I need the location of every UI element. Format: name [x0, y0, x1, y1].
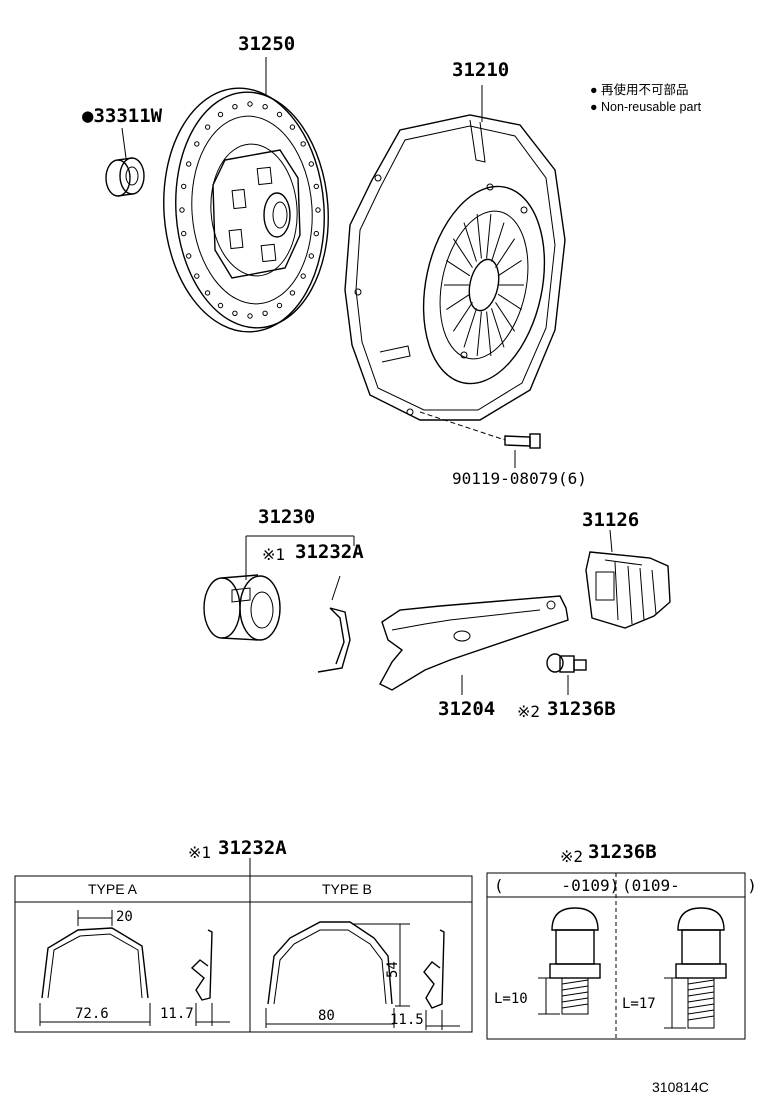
legend-jp: ● 再使用不可部品: [590, 82, 689, 97]
pivot-col2-length: L=17: [622, 996, 656, 1012]
type-b-dim-side: 11.5: [390, 1012, 424, 1028]
clip-ref-1: ※1: [262, 545, 285, 564]
pivot-detail-table: ※2 31236B ( -0109) (0109- ) L=10: [486, 841, 757, 1040]
legend-en: ● Non-reusable part: [590, 100, 702, 114]
part-90119-08079: 90119-08079(6): [452, 469, 587, 488]
pivot-long: L=17: [622, 907, 727, 1029]
part-31126: 31126: [582, 509, 639, 531]
boot: [585, 529, 671, 629]
part-31250: 31250: [238, 33, 295, 55]
release-fork: [379, 595, 569, 695]
part-31232A: 31232A: [295, 541, 364, 563]
type-a-title: TYPE A: [88, 881, 138, 897]
clip-detail-ref: ※1: [188, 843, 211, 862]
pivot-detail-part: 31236B: [588, 841, 657, 863]
clip-detail-part: 31232A: [218, 837, 287, 859]
legend: ● 再使用不可部品 ● Non-reusable part: [590, 82, 702, 114]
type-a-dim-width: 72.6: [75, 1006, 109, 1022]
type-b-clip: 54 80 11.5: [265, 921, 460, 1030]
part-33311W: ●33311W: [82, 105, 163, 127]
pilot-bearing: [105, 127, 145, 197]
part-31236B: 31236B: [547, 698, 616, 720]
type-b-title: TYPE B: [322, 881, 372, 897]
fork-pivot: [546, 653, 587, 695]
pivot-col1-length: L=10: [494, 991, 528, 1007]
release-bearing-group: [203, 535, 355, 641]
clutch-cover: [344, 85, 566, 421]
part-31204: 31204: [438, 698, 495, 720]
release-clip: [317, 575, 351, 673]
pivot-col2-range: (0109- ): [622, 876, 757, 895]
pivot-short: L=10: [494, 907, 601, 1015]
type-a-clip: 20 72.6 11.7: [39, 909, 230, 1026]
clutch-disc: [163, 57, 329, 333]
pivot-ref-2: ※2: [517, 702, 540, 721]
drawing-number: 310814C: [652, 1079, 709, 1095]
type-a-dim-side: 11.7: [160, 1006, 194, 1022]
type-a-dim-top: 20: [116, 909, 133, 925]
pivot-detail-ref: ※2: [560, 847, 583, 866]
pivot-col1-range: ( -0109): [494, 876, 619, 895]
type-b-dim-height: 54: [385, 961, 401, 978]
type-b-dim-width: 80: [318, 1008, 335, 1024]
part-31230: 31230: [258, 506, 315, 528]
clip-detail-table: ※1 31232A TYPE A TYPE B 20 72.6 11.7: [14, 837, 473, 1033]
part-31210: 31210: [452, 59, 509, 81]
cover-bolt: [419, 411, 541, 468]
